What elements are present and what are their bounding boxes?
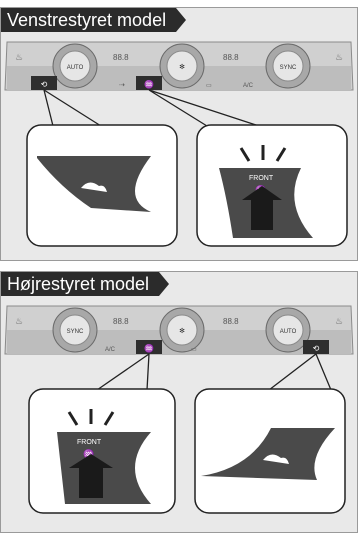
rear-defrost-icon: ▭ — [191, 347, 197, 353]
recirculation-icon: ⟲ — [313, 344, 320, 353]
lhd-ac-label: A/C — [243, 83, 254, 89]
fan-icon: ✻ — [179, 327, 185, 335]
rhd-right-display: 88.8 — [223, 317, 239, 326]
front-defrost-icon: ♒ — [144, 79, 154, 89]
rhd-sync-label: SYNC — [67, 329, 84, 335]
rhd-front-label: FRONT — [77, 439, 102, 446]
rhd-illustration: SYNC ✻ AUTO 88.8 88.8 ♨ ♨ A/C ♒ ▭ ⟲ FRON… — [1, 272, 357, 532]
seat-heater-icon: ♨ — [335, 316, 343, 326]
rhd-left-temp-knob[interactable]: SYNC — [53, 308, 97, 352]
fan-icon: ✻ — [179, 63, 185, 71]
lhd-front-label: FRONT — [249, 175, 274, 182]
seat-heater-icon: ♨ — [335, 52, 343, 62]
lhd-right-temp-knob[interactable]: SYNC — [266, 44, 310, 88]
lhd-auto-label: AUTO — [67, 65, 84, 71]
lhd-right-display: 88.8 — [223, 53, 239, 62]
lhd-sync-label: SYNC — [280, 65, 297, 71]
lhd-section: Venstrestyret model AUTO ✻ SYNC 88.8 88.… — [0, 7, 358, 261]
recirculation-icon: ⟲ — [41, 80, 48, 89]
rhd-auto-label: AUTO — [280, 329, 297, 335]
lhd-left-temp-knob[interactable]: AUTO — [53, 44, 97, 88]
rhd-fan-knob[interactable]: ✻ — [160, 308, 204, 352]
lhd-illustration: AUTO ✻ SYNC 88.8 88.8 ♨ ♨ ⟲ ♒ ⇢ A/C ▭ — [1, 8, 357, 260]
rhd-left-display: 88.8 — [113, 317, 129, 326]
rhd-ac-label: A/C — [105, 347, 116, 353]
rear-defrost-icon: ▭ — [206, 83, 212, 89]
lhd-fan-knob[interactable]: ✻ — [160, 44, 204, 88]
lhd-left-display: 88.8 — [113, 53, 129, 62]
front-defrost-icon: ♒ — [144, 343, 154, 353]
rhd-section: Højrestyret model SYNC ✻ AUTO 88.8 88.8 … — [0, 271, 358, 533]
seat-heater-icon: ♨ — [15, 316, 23, 326]
seat-heater-icon: ♨ — [15, 52, 23, 62]
lhd-vent-mode-icon: ⇢ — [119, 82, 125, 89]
